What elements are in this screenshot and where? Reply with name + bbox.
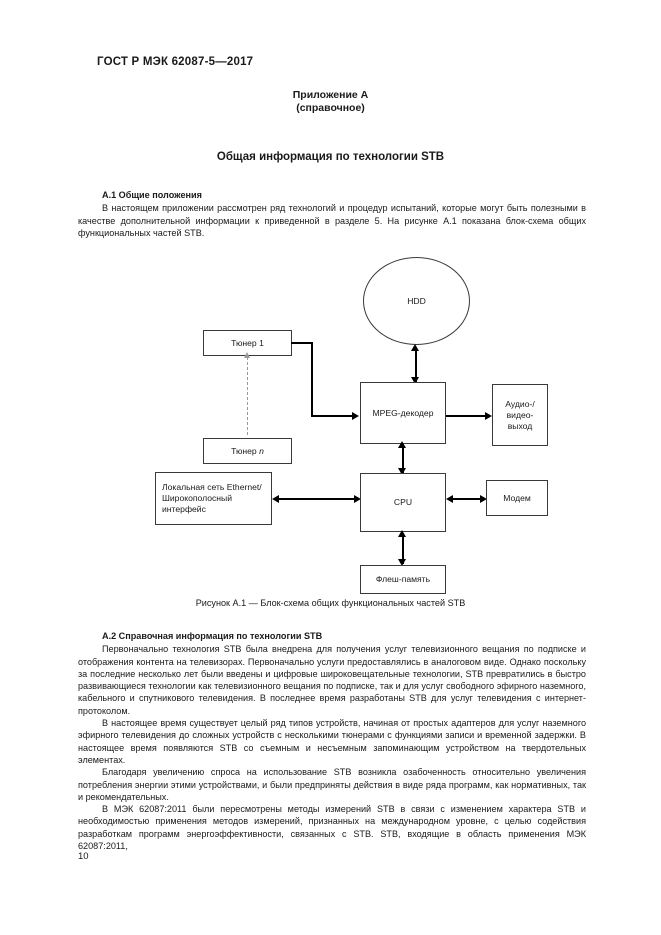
arrowhead-down-mpeg-top [411,377,419,384]
section-a1-paragraph-1: В настоящем приложении рассмотрен ряд те… [78,203,586,238]
connector-cpu-flash [402,536,404,564]
connector-hdd-mpeg [415,348,417,382]
arrowhead-right-mpeg-in [352,412,359,420]
section-a1-heading: А.1 Общие положения [102,190,202,200]
av-out-line-1: Аудио-/ [505,398,535,409]
figure-node-lan-broadband-label: Локальная сеть Ethernet/ Широкополосный … [162,482,262,515]
figure-node-av-output: Аудио-/ видео- выход [492,384,548,446]
arrowhead-down-cpu-top [398,468,406,475]
document-header-standard-id: ГОСТ Р МЭК 62087-5—2017 [97,56,254,68]
av-out-line-2: видео- [506,409,534,420]
figure-node-tuner-n-label: Тюнер n [231,445,264,456]
figure-node-mpeg-decoder-label: MPEG-декодер [372,407,434,418]
connector-lan-cpu [278,498,358,500]
figure-a1-caption: Рисунок А.1 — Блок-схема общих функциона… [195,598,466,608]
arrowhead-left-lan-in [272,495,279,503]
section-a2-paragraph-4: В МЭК 62087:2011 были пересмотрены метод… [78,804,586,852]
appendix-title: Общая информация по технологии STB [216,151,445,163]
figure-node-modem-label: Модем [503,492,531,503]
arrowhead-right-modem-in [480,495,487,503]
connector-tuner-series-dashed [247,357,248,435]
arrowhead-up-tuner-series [243,352,250,358]
figure-node-mpeg-decoder: MPEG-декодер [360,382,446,444]
figure-node-modem: Модем [486,480,548,516]
connector-mpeg-av [446,415,488,417]
av-out-line-3: выход [507,420,533,431]
section-a2-heading: А.2 Справочная информация по технологии … [102,631,323,641]
appendix-heading: Приложение А (справочное) [0,89,661,115]
connector-tuner1-mpeg-h2 [311,415,355,417]
connector-tuner1-mpeg-v [311,342,313,416]
arrowhead-left-cpu-right [446,495,453,503]
figure-node-lan-broadband: Локальная сеть Ethernet/ Широкополосный … [155,472,272,525]
page-number: 10 [78,851,89,862]
arrowhead-down-flash-top [398,559,406,566]
lan-line-1: Локальная сеть Ethernet/ [162,482,262,492]
arrowhead-right-av-in [485,412,492,420]
figure-node-tuner-n: Тюнер n [203,438,292,464]
arrowhead-up-cpu-bottom [398,530,406,537]
connector-tuner1-mpeg-h1 [291,342,313,344]
connector-cpu-modem [450,498,483,500]
figure-node-hdd: HDD [363,257,470,345]
section-a1: А.1 Общие положения В настоящем приложен… [78,189,586,239]
section-a2-paragraph-2: В настоящее время существует целый ряд т… [78,718,586,765]
figure-node-flash-memory-label: Флеш-память [375,574,431,584]
section-a2-paragraph-1: Первоначально технология STB была внедре… [78,644,586,716]
arrowhead-up-mpeg-bottom [398,441,406,448]
lan-line-3: интерфейс [162,504,206,514]
figure-node-av-output-label: Аудио-/ видео- выход [505,399,535,432]
figure-node-cpu-label: CPU [393,497,413,507]
section-a2-paragraph-3: Благодаря увеличению спроса на использов… [78,767,586,802]
appendix-label: Приложение А [292,89,369,101]
section-a2: А.2 Справочная информация по технологии … [78,630,586,852]
figure-node-tuner-1-label: Тюнер 1 [231,337,264,348]
arrowhead-right-cpu-left [354,495,361,503]
figure-node-flash-memory: Флеш-память [360,565,446,594]
figure-a1: HDD Тюнер 1 Тюнер n MPEG-декодер [0,252,661,622]
appendix-kind: (справочное) [296,102,365,114]
arrowhead-up-hdd [411,344,419,351]
figure-node-cpu: CPU [360,473,446,532]
connector-mpeg-cpu [402,447,404,473]
figure-node-hdd-label: HDD [407,296,426,306]
lan-line-2: Широкополосный [162,493,233,503]
